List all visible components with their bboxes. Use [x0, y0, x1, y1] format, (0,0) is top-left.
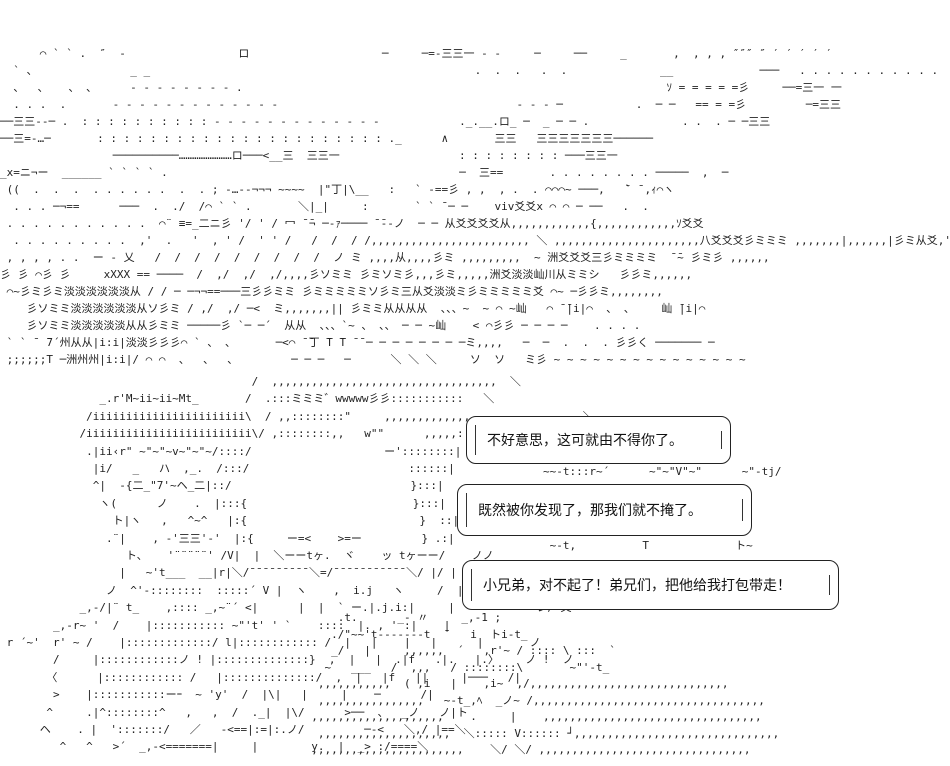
ascii-art-line: 、 、 、 、 - - - - - - - - . ｿ = = = = =彡 ─…	[0, 81, 842, 94]
ascii-art-line: ./"~~'t-------t ¨ i トi-t_	[0, 627, 528, 641]
ascii-art-line: 彡ソミミ淡淡淡淡淡从从彡ミミ ─────彡 `─ ─´ 从从 、、、`~ 、 、…	[0, 319, 641, 332]
ascii-art-line: ノ ^'-:::::::: :::::´ V | ヽ , i.j ヽ / |ノ …	[0, 583, 495, 597]
ascii-art-line: ,,,,,,,,,,, ( ,i | ,i~ ,/,,,,,,,,,,,,,,,…	[0, 677, 729, 690]
speech-text-3: 小兄弟，对不起了！弟兄们，把他给我打包带走！	[483, 578, 791, 594]
ascii-art-line: > |:::::::::::ーｰ ~ 'y' / |\| | | ─ /|	[0, 688, 434, 702]
ascii-art-line: ` ` ̄ ̄7´州从从|i:i|淡淡彡彡彡⌒ ` 、 、 ─<⌒ ̄ ̄丁 ̄…	[0, 336, 715, 349]
ascii-art-line: ~ ___ / ,,, / ::::::::\ ~"'‐t_	[0, 660, 610, 674]
ascii-art-line: ~~-t:::r~´ ~"~"V"~" ~"-tj/	[0, 465, 782, 478]
ascii-art-line: ,,,,,,,,,,,,,,,, ~-t_,ﾍ _ノ~ /,,,,,,,,,,,…	[0, 693, 765, 707]
ascii-art-line: ,,,,,,,,,,,,,,,,,,,,,,, ＼/ ＼/ ,,,,,,,,,,…	[0, 743, 751, 756]
ascii-art-line: ,,,,,,,,,,,,,,,,,,,, ＼::::: V:::::: ┘,,,…	[0, 726, 780, 740]
ascii-art-line: ⌒~彡ミ彡ミ淡淡淡淡淡淡从 / / ─ ─¬¬==───三彡彡ミミ 彡ミミミミミ…	[0, 285, 663, 298]
ascii-art-line: _x=ニ¬ー ______ ` ` ` ` . ─ 三== . . . . . …	[0, 166, 729, 179]
ascii-art-line: .¨| , ‐'三三'‐' |:{ ー=< >=ー } .:|	[0, 531, 455, 545]
ascii-art-line: ──三=-…─ : : : : : : : : : : : : : : : : …	[0, 132, 654, 145]
ascii-art-line: 彡 彡 ⌒彡 彡 xXXX == ──── / ,/ ,/ ,/,,,,彡ソミミ…	[0, 268, 693, 281]
ascii-art-line: 〈 |:::::::::::: / |::::::::::::::/ , | |…	[0, 670, 521, 684]
ascii-art-line: , , , , . . ー - 乂 / / / / / / / / / ノ ミ …	[0, 251, 770, 264]
ascii-art-line: / ,,,,,,,,,,,,,,,,,,,,,,,,,,,,,,,,,, ＼	[0, 375, 521, 388]
ascii-art-line: ⌒ ` ` . ″ - ロ ─ ─=-三三一 - - ─ ── _ , , , …	[0, 47, 833, 60]
ascii-art-line: _/ | ,,,,,, ´ ,r'~ / :::: \ ::: `	[0, 644, 616, 657]
ascii-art-line: . . . ─¬== ─── . ./ /⌒ ` ` . ＼|_| : ` ` …	[0, 200, 649, 213]
ascii-art-line: / |::::::::::::ノ ! |::::::::::::::} , | …	[0, 653, 574, 667]
ascii-art-line: (( . . . . . . . . . . . ; -…--¬¬¬ ~~~~ …	[0, 183, 675, 196]
ascii-art-line: _,-r~ ' / |::::::::::: ~"'t' ' ` :::: |.…	[0, 618, 451, 632]
speech-text-1: 不好意思，这可就由不得你了。	[487, 433, 683, 449]
speech-bubble-3: 小兄弟，对不起了！弟兄们，把他给我打包带走！	[462, 560, 839, 610]
ascii-art-line: | ~'t___ __|r|＼/¯¯¯¯¯¯¯¯¯＼=/¯¯¯¯¯¯¯¯¯¯¯＼…	[0, 566, 457, 580]
ascii-art-line: . . . . - - - - - - - - - - - - - - - - …	[0, 98, 841, 111]
ascii-art-line: ,,,,,,,,,,,,,,,,,,,, . | ,,,,,,,,,,,,,,,…	[0, 710, 762, 723]
ascii-art-line: _.r'M~ii~ii~Mt_ / .:::ミミミ゛wwwww彡彡:::::::…	[0, 392, 495, 406]
ascii-art-line: ^ .|^::::::::^ , , / ._| |\/ >── 、 _ノ ノ|…	[0, 705, 468, 719]
ascii-art-line: .t. _- 〃 _,-1 ;	[0, 611, 502, 624]
ascii-art-line: ヘ . | ':::::::/ ／ -<==|:=|:.ノ/ ─-< ＼,/ |…	[0, 723, 466, 736]
ascii-art-line: |i/ _ ハ ,_. /:::/ ::::::|	[0, 462, 455, 475]
ascii-art-line: ~-t, T ト~	[0, 539, 753, 552]
ascii-art-line: ヽ( ノ . |:::{ }:::|	[0, 496, 446, 510]
ascii-art-line: ──三三--─ . : : : : : : : : : : - - - - - …	[0, 115, 771, 128]
ascii-art-line: r ´~' r' ~ / |:::::::::::::/ l|:::::::::…	[0, 636, 541, 649]
speech-bubble-2: 既然被你发现了，那我们就不掩了。	[457, 484, 752, 536]
ascii-art-line: . . . . . . . . . . . ⌒¨ ≡=_二ニ彡 '/ ' / 冖…	[0, 217, 704, 230]
ascii-art-line: ^ ^ >´ _,-<=======| | y. | _> :/====＼	[0, 740, 429, 754]
ascii-art-line: 彡ソミミ淡淡淡淡淡淡从ソ彡ミ / ,/ ,/ ─< ミ,,,,,,,|| 彡ミミ…	[0, 302, 706, 315]
ascii-art-line: ト、 '¨¨¨¨¨' /V| | ＼ーーtヶ. ヾ ッ tヶーー/ ノノ	[0, 549, 494, 562]
ascii-art-line: ` 、 _ _ . . . . . __ ─── . . . . . . . .…	[0, 64, 939, 77]
ascii-art-line: ト|ヽ , ^~^ |:{ } ::|	[0, 514, 460, 528]
ascii-art-line: ;;;;;;T ─洲州州|i:i|/ ⌒ ⌒ 、 、 、 ─ ─ ─ ─ ＼ ＼…	[0, 353, 746, 366]
ascii-art-line: ──────────……………………ロ───<__三 三三一 : : : : :…	[0, 149, 618, 162]
ascii-art-line: ^| ‐{二_"7'~ヘ_二|::/ }:::|	[0, 479, 444, 493]
ascii-art-line: .|ii‹r" ~"~"~v~"~"~/::::/ ー'::::::::|	[0, 444, 462, 458]
ascii-art-line: . . . . . . . . . ,' . ' , ' / ' ' / / /…	[0, 234, 950, 247]
speech-bubble-1: 不好意思，这可就由不得你了。	[466, 416, 731, 464]
speech-text-2: 既然被你发现了，那我们就不掩了。	[478, 503, 702, 519]
